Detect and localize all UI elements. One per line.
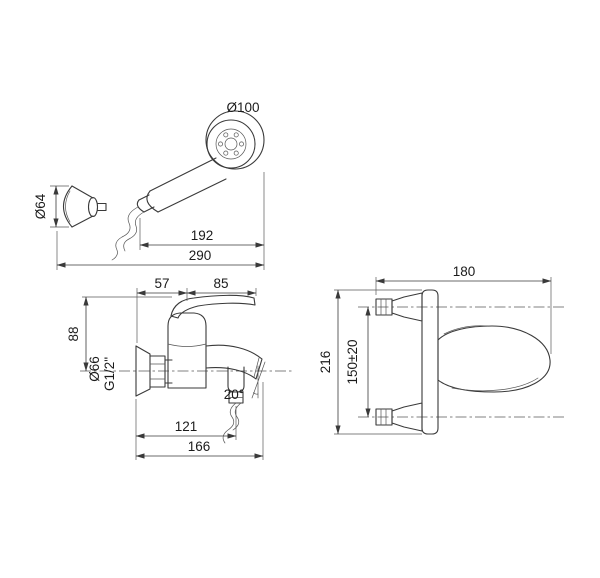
dim-label-mounting-distance: 150±20 xyxy=(345,340,360,385)
dim-label-offset-right: 85 xyxy=(213,276,228,291)
dim-label-depth: 180 xyxy=(453,264,476,279)
side-centerlines xyxy=(358,306,566,418)
shower-head xyxy=(205,110,265,170)
mixer-lever xyxy=(170,294,256,319)
shower-hose xyxy=(111,206,145,261)
dim-label-length-to-head: 192 xyxy=(191,228,214,243)
side-body-profile xyxy=(437,325,551,393)
hose-outlet xyxy=(222,366,245,444)
dim-label-offset-left: 57 xyxy=(154,276,169,291)
front-view-dimensions: 57 85 88 Ø66 G1/2" 20° 121 166 xyxy=(66,276,264,460)
dim-label-holder-diameter: Ø64 xyxy=(33,193,48,219)
dim-label-head-diameter: Ø100 xyxy=(226,100,259,115)
dim-label-overall-height: 216 xyxy=(318,351,333,374)
side-union-top xyxy=(375,292,423,322)
mixer-side-view: 180 216 150±20 xyxy=(318,264,566,435)
dim-label-reach-inner: 121 xyxy=(175,419,198,434)
dim-label-spout-angle: 20° xyxy=(224,387,244,402)
mixer-spout xyxy=(205,344,266,399)
dim-label-thread: G1/2" xyxy=(102,357,117,391)
dim-label-overall-length: 290 xyxy=(189,248,212,263)
mixer-body xyxy=(167,312,207,389)
side-view-dimensions: 180 216 150±20 xyxy=(318,264,552,435)
hand-shower-view: Ø100 Ø64 192 290 xyxy=(33,100,265,270)
side-union-bottom xyxy=(375,402,423,432)
front-wall-connection xyxy=(135,345,173,397)
shower-handle xyxy=(136,157,227,213)
mixer-front-view: 57 85 88 Ø66 G1/2" 20° 121 166 xyxy=(66,276,292,460)
side-mounting-plate xyxy=(421,289,439,435)
dim-label-reach-total: 166 xyxy=(188,439,211,454)
wall-holder xyxy=(62,185,107,228)
dim-label-height: 88 xyxy=(66,326,81,341)
dim-label-escutcheon-diameter: Ø66 xyxy=(87,356,102,382)
hand-shower-dimensions: Ø100 Ø64 192 290 xyxy=(33,100,265,270)
